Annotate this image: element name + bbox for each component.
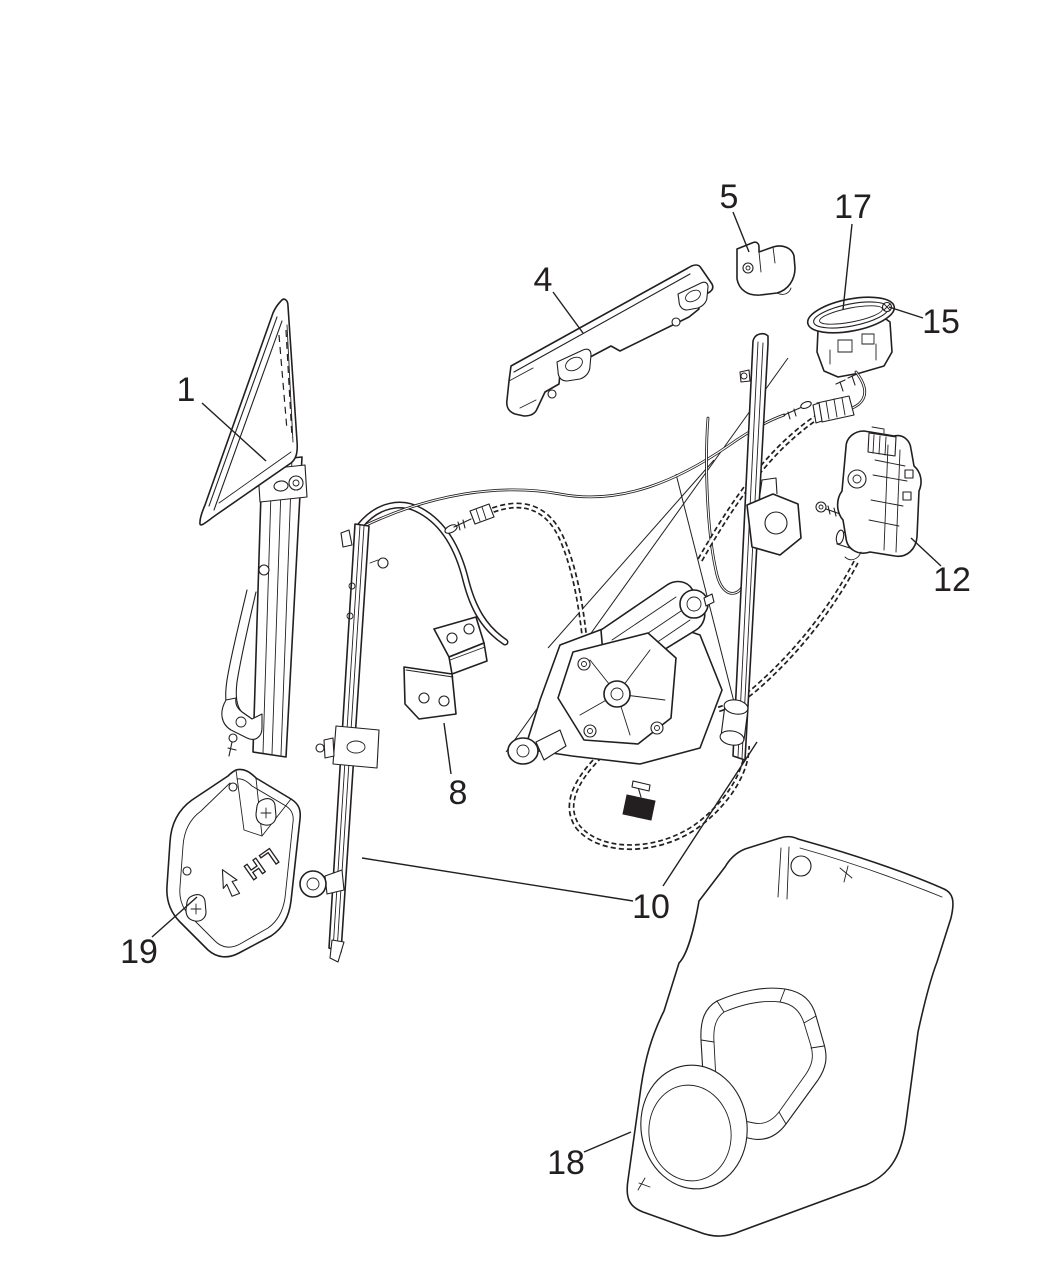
leader-line-19 bbox=[151, 896, 198, 938]
leader-line-4 bbox=[552, 291, 584, 334]
handle-screw bbox=[881, 301, 893, 313]
callout-19: 19 bbox=[120, 933, 158, 971]
door-latch bbox=[815, 426, 922, 561]
quarter-glass bbox=[199, 298, 299, 526]
callout-15: 15 bbox=[922, 303, 960, 341]
callout-4: 4 bbox=[534, 261, 553, 299]
callout-10: 10 bbox=[632, 888, 670, 926]
lock-cable-screw bbox=[444, 503, 495, 534]
callout-12: 12 bbox=[933, 561, 971, 599]
leader-line-18 bbox=[583, 1131, 632, 1153]
lh-pod-bracket: LH bbox=[166, 768, 302, 958]
direction-arrow-icon bbox=[221, 869, 241, 897]
callout-18: 18 bbox=[547, 1144, 585, 1182]
cable-end-fitting bbox=[783, 400, 812, 420]
callout-8: 8 bbox=[449, 774, 468, 812]
window-regulator bbox=[299, 332, 802, 963]
callout-5: 5 bbox=[720, 178, 739, 216]
leader-line-12 bbox=[910, 537, 942, 567]
leader-line-10 bbox=[662, 741, 758, 887]
small-bracket bbox=[736, 241, 796, 296]
callout-1: 1 bbox=[177, 371, 196, 409]
leader-line-15 bbox=[888, 306, 924, 319]
door-handle-assembly bbox=[806, 296, 896, 424]
leader-line-8 bbox=[443, 722, 452, 775]
regulator-cables bbox=[356, 400, 859, 851]
glass-run-channel bbox=[221, 456, 308, 758]
regulator-motor bbox=[507, 580, 723, 765]
leader-line-5 bbox=[732, 211, 750, 253]
support-bracket bbox=[403, 616, 488, 720]
leader-line-1 bbox=[201, 402, 267, 462]
callouts: 1 4 5 17 15 12 8 10 18 19 bbox=[120, 178, 971, 1182]
belt-moulding-rail bbox=[506, 264, 714, 417]
water-shield bbox=[626, 835, 954, 1237]
leader-line-10 bbox=[361, 857, 634, 902]
callout-17: 17 bbox=[834, 188, 872, 226]
leader-line-17 bbox=[842, 223, 853, 311]
cable-grommet bbox=[622, 780, 656, 821]
